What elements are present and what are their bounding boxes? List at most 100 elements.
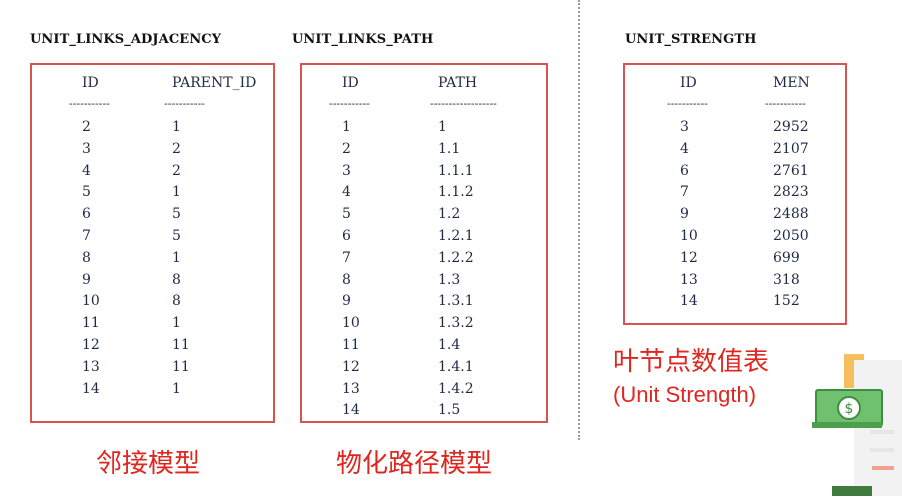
table-cell: 1.1.2 — [438, 184, 474, 201]
table-cell: 11 — [82, 315, 100, 332]
table-row: 12 699 — [625, 248, 845, 268]
table-row: 13 1.4.2 — [302, 379, 546, 399]
table-cell: 9 — [82, 271, 91, 288]
table-cell: 1.4 — [438, 337, 461, 353]
table-cell: 1.2.1 — [438, 228, 474, 244]
table-cell: 4 — [82, 162, 91, 179]
column-header: PARENT_ID — [172, 75, 257, 91]
separator-dashes: ----------- — [667, 97, 708, 110]
separator-dashes: ----------- — [765, 97, 806, 110]
table-cell: 4 — [680, 140, 689, 157]
table-cell: 3 — [82, 140, 91, 157]
table-cell: 13 — [680, 271, 698, 288]
table-cell: 7 — [342, 249, 351, 266]
table-cell: 2761 — [773, 162, 809, 179]
table-cell: 10 — [680, 228, 698, 244]
table-cell: 6 — [680, 162, 689, 179]
section-divider — [578, 0, 580, 440]
table-cell: 10 — [82, 293, 100, 310]
table-row: 3 2952 — [625, 117, 845, 137]
header-separator: ----------- ----------- — [32, 97, 273, 117]
table-cell: 9 — [680, 206, 689, 223]
adjacency-caption: 邻接模型 — [96, 449, 201, 479]
table-title-strength: UNIT_STRENGTH — [625, 32, 757, 47]
table-cell: 1.2.2 — [438, 249, 474, 266]
table-cell: 2 — [172, 140, 181, 157]
table-cell: 11 — [172, 337, 190, 353]
table-cell: 2 — [172, 162, 181, 179]
table-cell: 2952 — [773, 119, 809, 135]
table-row: 13 318 — [625, 270, 845, 290]
table-row: 3 1.1.1 — [302, 161, 546, 181]
separator-dashes: ----------- — [164, 97, 205, 110]
table-cell: 6 — [82, 206, 91, 223]
table-cell: 4 — [342, 184, 351, 201]
table-cell: 5 — [82, 184, 91, 201]
table-cell: 10 — [342, 315, 360, 332]
table-cell: 6 — [342, 228, 351, 244]
table-cell: 2107 — [773, 140, 809, 157]
table-row: 4 2107 — [625, 139, 845, 159]
table-cell: 3 — [342, 162, 351, 179]
column-header: MEN — [773, 75, 810, 91]
separator-dashes: ----------- — [69, 97, 110, 110]
table-row: 10 1.3.2 — [302, 313, 546, 333]
separator-dashes: ----------- — [329, 97, 370, 110]
column-header: PATH — [438, 75, 478, 91]
table-title-path: UNIT_LINKS_PATH — [292, 32, 434, 47]
table-cell: 2050 — [773, 228, 809, 244]
table-cell: 8 — [172, 271, 181, 288]
table-cell: 1.1 — [438, 140, 461, 157]
table-cell: 2 — [342, 140, 351, 157]
table-cell: 14 — [342, 402, 360, 419]
table-cell: 1.3.2 — [438, 315, 474, 332]
table-cell: 1.4.2 — [438, 380, 474, 397]
path-caption: 物化路径模型 — [336, 449, 493, 479]
table-cell: 699 — [773, 249, 800, 266]
table-cell: 1.5 — [438, 402, 461, 419]
table-row: 6 1.2.1 — [302, 226, 546, 246]
table-cell: 13 — [342, 380, 360, 397]
table-cell: 1.1.1 — [438, 162, 474, 179]
table-cell: 1.2 — [438, 206, 461, 223]
table-cell: 1 — [172, 119, 181, 135]
header-separator: ----------------------------- — [302, 97, 546, 117]
table-cell: 1 — [172, 315, 181, 332]
table-cell: 12 — [680, 249, 698, 266]
table-cell: 2823 — [773, 184, 809, 201]
table-cell: 8 — [342, 271, 351, 288]
strength-caption: 叶节点数值表 — [613, 347, 770, 377]
separator-dashes: ------------------ — [430, 97, 497, 110]
table-cell: 9 — [342, 293, 351, 310]
table-row: 7 1.2.2 — [302, 248, 546, 268]
table-cell: 3 — [680, 119, 689, 135]
money-stack-icon: $ — [812, 350, 902, 496]
table-cell: 318 — [773, 271, 800, 288]
table-cell: 5 — [172, 206, 181, 223]
table-cell: 1 — [172, 249, 181, 266]
table-row: 4 1.1.2 — [302, 182, 546, 202]
table-cell: 1.3 — [438, 271, 461, 288]
